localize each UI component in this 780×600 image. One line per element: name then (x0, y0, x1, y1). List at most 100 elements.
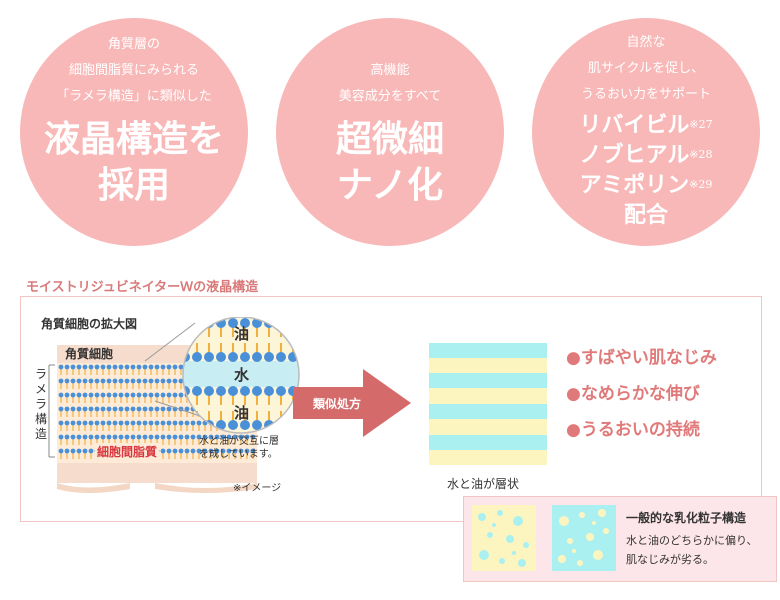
circle-headline: ナノ化 (336, 164, 444, 206)
water-particle (506, 535, 514, 543)
lipid-head (216, 386, 226, 396)
lipid-head (192, 352, 202, 362)
lipid-head (172, 448, 178, 454)
water-particle (518, 559, 526, 567)
benefit-item: ●うるおいの持続 (566, 420, 700, 440)
lipid-head (160, 434, 166, 440)
lipid-head (106, 378, 112, 384)
lipid-head (82, 392, 88, 398)
water-particle (512, 551, 516, 555)
lipid-head (124, 434, 130, 440)
lipid-head (178, 434, 184, 440)
lipid-head (142, 364, 148, 370)
lipid-head (238, 448, 244, 454)
arrow-right-icon (293, 369, 411, 437)
lipid-head (70, 434, 76, 440)
intercellular-lipid-label: 細胞間脂質 (95, 443, 160, 460)
lipid-head (202, 448, 208, 454)
lipid-head (100, 364, 106, 370)
water-particle (487, 532, 493, 538)
lipid-head (204, 386, 214, 396)
lipid-head (130, 378, 136, 384)
lipid-head (184, 448, 190, 454)
lipid-head (166, 448, 172, 454)
lamella-label: ラメラ構造 (35, 367, 48, 441)
lipid-head (136, 392, 142, 398)
lipid-head (184, 434, 190, 440)
circle-headline: 採用 (97, 164, 170, 206)
lipid-head (58, 434, 64, 440)
oil-particle (598, 509, 606, 517)
lipid-head (136, 364, 142, 370)
circle-text: 角質層の (107, 37, 160, 52)
oil-particle (567, 538, 573, 544)
lipid-head (118, 434, 124, 440)
lipid-head (136, 378, 142, 384)
lipid-head (130, 434, 136, 440)
lipid-head (228, 420, 238, 430)
oil-particle (558, 555, 566, 563)
lipid-head (76, 364, 82, 370)
lipid-head (166, 434, 172, 440)
lipid-head (82, 434, 88, 440)
lipid-head (148, 406, 154, 412)
lipid-head (250, 448, 256, 454)
lipid-head (88, 448, 94, 454)
lipid-head (148, 392, 154, 398)
lipid-head (58, 378, 64, 384)
lipid-head (142, 392, 148, 398)
lipid-head (106, 392, 112, 398)
ingredient-name: アミポリン (579, 172, 690, 198)
emulsion-comparison-box: 一般的な乳化粒子構造 水と油のどちらかに偏り、 肌なじみが劣る。 (463, 496, 777, 582)
benefit-item: ●なめらかな伸び (566, 384, 700, 404)
lipid-head (196, 420, 202, 426)
structure-panel: 角質細胞の拡大図 角質細胞 ラメラ構造 細胞間脂質 油 水 油 水と油が交互に層… (20, 296, 762, 522)
lipid-head (82, 420, 88, 426)
lipid-head (58, 364, 64, 370)
lipid-head (76, 406, 82, 412)
lipid-head (64, 420, 70, 426)
oil-particle (577, 560, 583, 566)
lipid-head (88, 392, 94, 398)
lipid-head (204, 352, 214, 362)
lipid-head (112, 420, 118, 426)
lipid-head (94, 420, 100, 426)
lipid-head (136, 420, 142, 426)
lipid-head (244, 434, 250, 440)
circle-text: うるおい力をサポート (580, 87, 711, 102)
lipid-head (288, 318, 298, 328)
lipid-head (240, 386, 250, 396)
lipid-head (172, 378, 178, 384)
lipid-head (142, 420, 148, 426)
lipid-head (64, 406, 70, 412)
lipid-head (142, 434, 148, 440)
lipid-head (106, 364, 112, 370)
lipid-head (76, 448, 82, 454)
emulsion-desc: 肌なじみが劣る。 (626, 553, 714, 566)
layer-caption-note: 水と油が交互に層を成しています。 (199, 436, 279, 460)
lipid-head (82, 448, 88, 454)
lipid-head (154, 392, 160, 398)
lipid-head (82, 406, 88, 412)
lipid-head (166, 378, 172, 384)
lipid-head (136, 434, 142, 440)
ingredient-name: リバイビル (579, 112, 690, 138)
lipid-head (70, 392, 76, 398)
water-particle (497, 510, 503, 516)
lipid-head (124, 420, 130, 426)
layer-caption: 水と油が層状 (447, 477, 520, 491)
lipid-head (178, 378, 184, 384)
oil-water-layers (429, 343, 547, 465)
lipid-head (208, 434, 214, 440)
oil-particle (593, 550, 603, 560)
circle-text: 細胞間脂質にみられる (68, 63, 199, 78)
lipid-head (88, 378, 94, 384)
lipid-head (112, 378, 118, 384)
ingredient-note: ※29 (689, 178, 713, 191)
circle-headline: 液晶構造を (43, 118, 224, 160)
lipid-head (276, 386, 286, 396)
lipid-head (196, 448, 202, 454)
lipid-head (166, 364, 172, 370)
lipid-head (88, 364, 94, 370)
lipid-head (184, 420, 190, 426)
